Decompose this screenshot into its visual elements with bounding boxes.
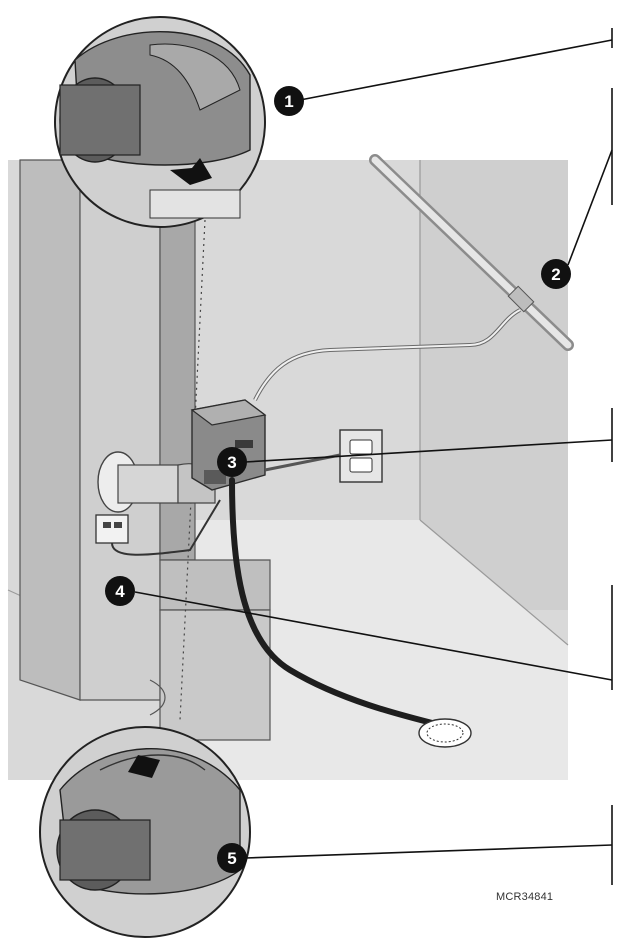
svg-text:2: 2 bbox=[551, 265, 560, 284]
transformer bbox=[95, 499, 221, 556]
floor-drain bbox=[418, 718, 472, 748]
humidifier-unit bbox=[190, 399, 267, 491]
furnace-cabinet bbox=[19, 159, 271, 741]
callout-badge-3: 3 bbox=[217, 447, 247, 477]
detail-circle-bottom bbox=[39, 726, 251, 938]
svg-text:5: 5 bbox=[227, 849, 236, 868]
callout-badge-1: 1 bbox=[274, 86, 304, 116]
svg-text:4: 4 bbox=[115, 582, 125, 601]
floor-edge-line bbox=[419, 519, 569, 646]
water-pipe bbox=[369, 154, 574, 351]
svg-text:3: 3 bbox=[227, 453, 236, 472]
saddle-valve bbox=[507, 285, 535, 313]
humidifier-indicator bbox=[235, 440, 253, 448]
callout-badge-2: 2 bbox=[541, 259, 571, 289]
drain-hose bbox=[229, 477, 443, 728]
detail-circle-top bbox=[54, 16, 266, 228]
bypass-duct bbox=[97, 451, 216, 513]
callout-badge-4: 4 bbox=[105, 576, 135, 606]
svg-text:1: 1 bbox=[284, 92, 293, 111]
leader-lines bbox=[134, 28, 613, 885]
figure-code: MCR34841 bbox=[496, 891, 554, 903]
plenum-box bbox=[159, 559, 271, 611]
callout-badge-5: 5 bbox=[217, 843, 247, 873]
